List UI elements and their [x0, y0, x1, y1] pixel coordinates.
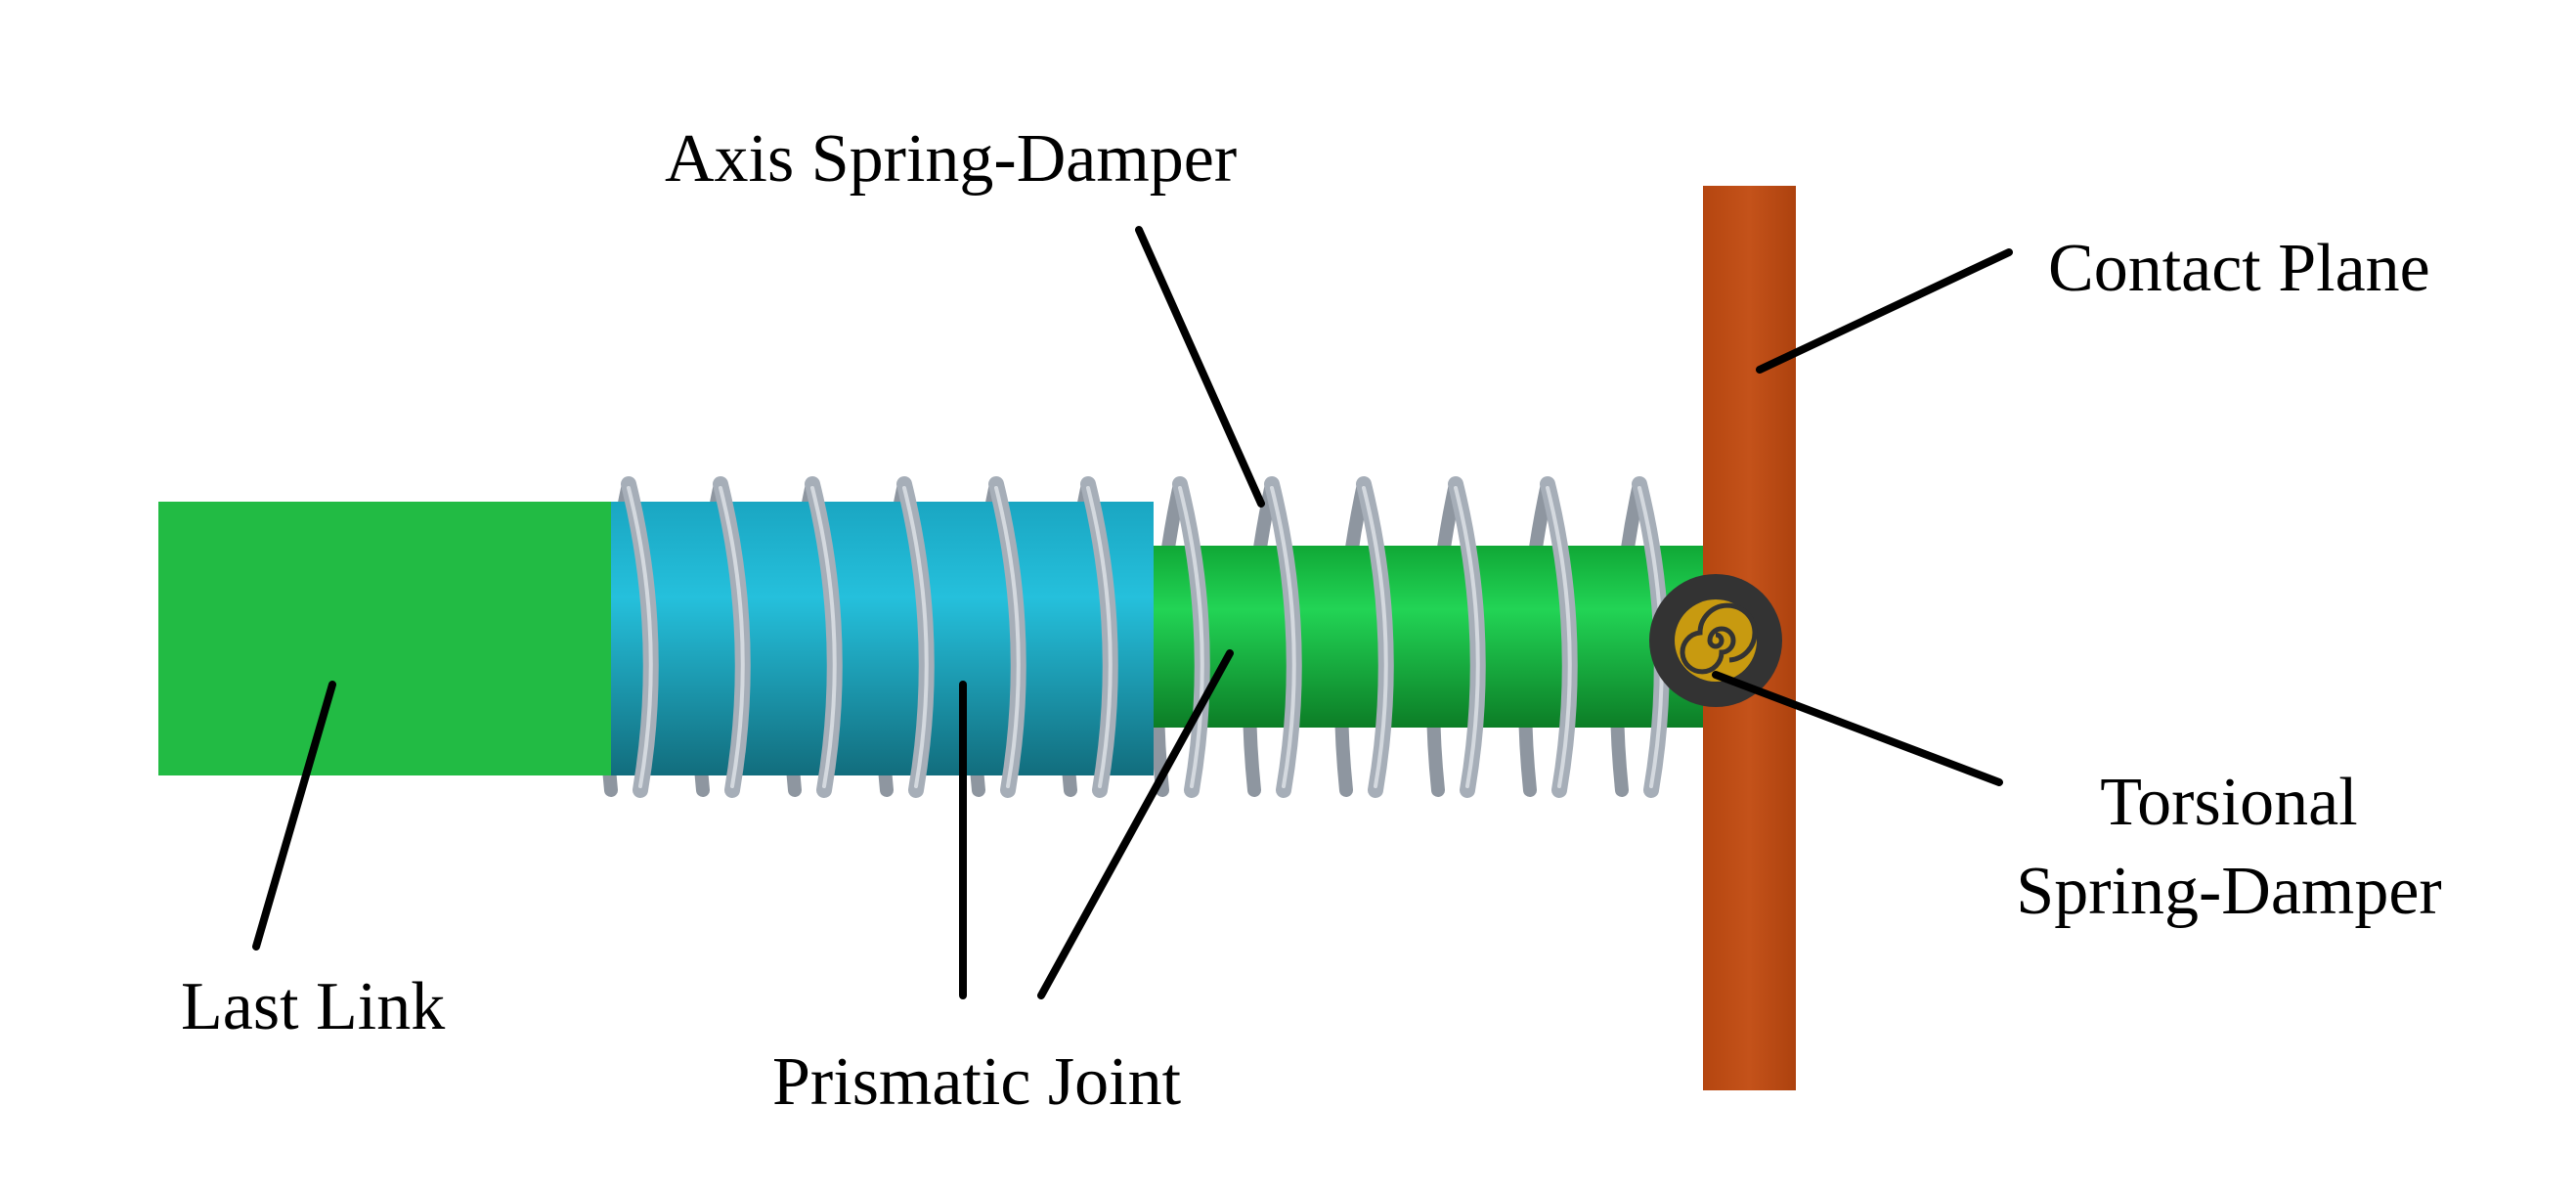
leader-contact-plane: [1756, 248, 2013, 374]
spring-coil-highlight: [1454, 486, 1480, 788]
spring-coil-highlight: [1270, 486, 1296, 788]
prismatic-cylinder: [611, 502, 1154, 775]
leader-torsional: [1712, 671, 2003, 786]
label-torsional-line2: Spring-Damper: [2016, 854, 2442, 929]
spring-coil-highlight: [1086, 486, 1113, 788]
label-axis-spring-damper: Axis Spring-Damper: [665, 121, 1238, 197]
label-prismatic-joint: Prismatic Joint: [772, 1044, 1182, 1120]
leader-prismatic-inner: [1037, 649, 1234, 999]
label-torsional-line1: Torsional: [2100, 765, 2358, 840]
spring-coil-highlight: [810, 486, 837, 788]
spring-coil-highlight: [1362, 486, 1388, 788]
inner-rod: [1124, 546, 1721, 728]
last-link-body: [158, 502, 618, 775]
label-last-link: Last Link: [181, 969, 446, 1044]
leader-axis-spring: [1135, 226, 1265, 508]
torsional-spring-damper: [1649, 574, 1782, 707]
spring-coils-front: [621, 476, 1670, 798]
label-contact-plane: Contact Plane: [2048, 231, 2430, 306]
spring-coil-highlight: [719, 486, 745, 788]
spring-coil-highlight: [627, 486, 653, 788]
spring-coil-highlight: [902, 486, 929, 788]
label-torsional-spring-damper: Torsional Spring-Damper: [1975, 758, 2483, 936]
leader-lines: [252, 226, 2013, 999]
spring-coil-highlight: [1546, 486, 1572, 788]
leader-last-link: [252, 681, 336, 951]
torsional-spiral: [1680, 602, 1758, 675]
spring-coil-highlight: [994, 486, 1021, 788]
spring-coil-highlight: [1178, 486, 1204, 788]
